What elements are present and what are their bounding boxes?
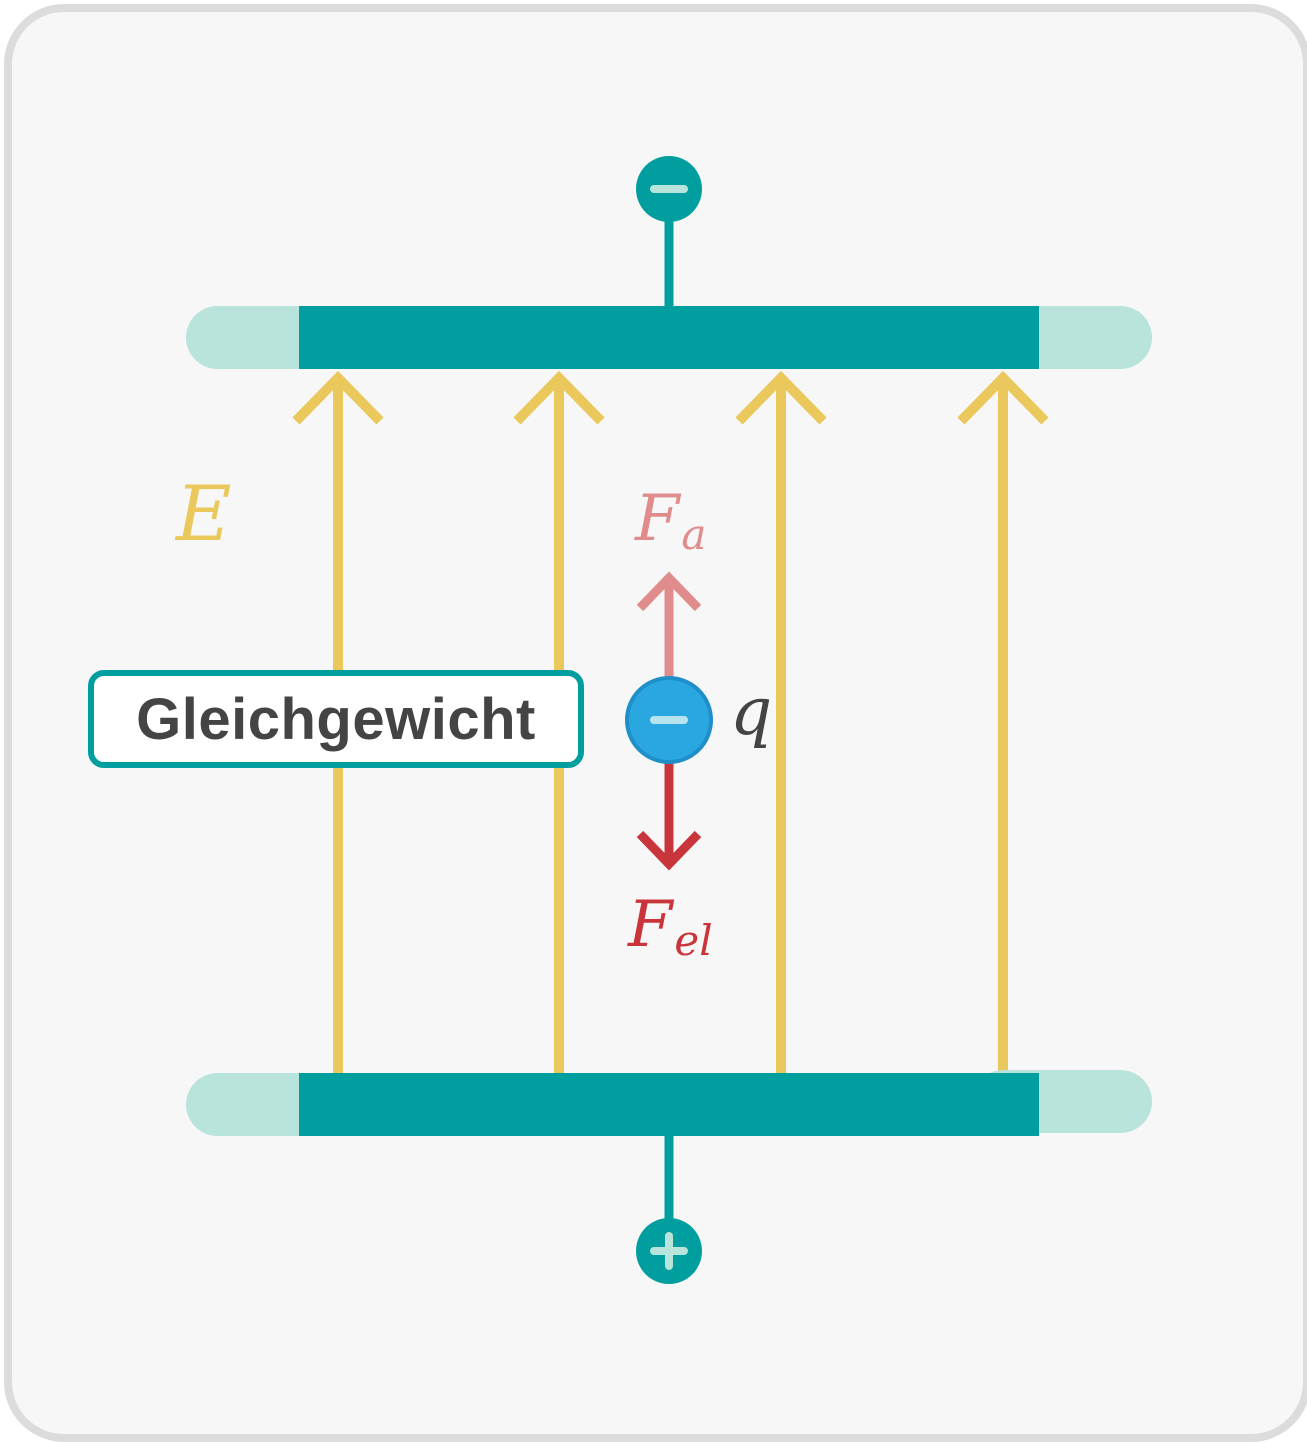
state-label-box: Gleichgewicht bbox=[88, 670, 584, 768]
field-label: E bbox=[174, 469, 231, 558]
force-up-label: Fa bbox=[634, 482, 706, 559]
bottom-plate bbox=[186, 1070, 1152, 1136]
state-label: Gleichgewicht bbox=[136, 686, 536, 752]
plus-icon bbox=[650, 1232, 688, 1270]
top-plate bbox=[186, 306, 1152, 369]
field-line-3-arrowhead bbox=[735, 370, 827, 425]
field-lines bbox=[292, 370, 1049, 1074]
field-line-1-arrowhead bbox=[292, 370, 384, 425]
field-line-2-arrowhead bbox=[513, 370, 605, 425]
force-up-arrow bbox=[636, 571, 702, 680]
force-down-arrow bbox=[636, 760, 702, 871]
charge-label: q bbox=[730, 673, 772, 750]
top-terminal bbox=[636, 156, 702, 308]
bottom-plate-body bbox=[299, 1073, 1039, 1136]
force-down-label: Fel bbox=[627, 888, 713, 965]
top-plate-body bbox=[299, 306, 1039, 369]
charged-particle bbox=[625, 676, 713, 764]
bottom-terminal bbox=[636, 1134, 702, 1284]
field-line-4-arrowhead bbox=[957, 370, 1049, 425]
